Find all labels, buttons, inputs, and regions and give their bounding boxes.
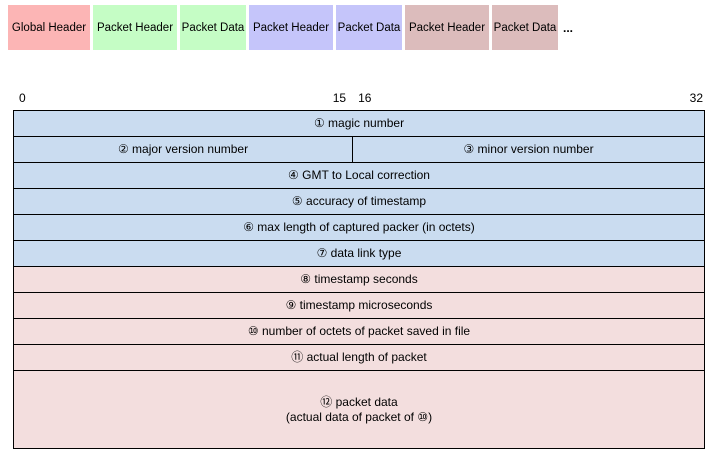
bit-scale-label-16: 16 (358, 91, 372, 105)
field-row: ② major version number ③ minor version nu… (14, 137, 704, 163)
field-cell: ② major version number (14, 137, 353, 162)
field-label: ⑪ actual length of packet (291, 350, 427, 364)
field-label: ③ minor version number (463, 142, 594, 156)
field-label: ④ GMT to Local correction (288, 168, 430, 182)
field-row: ⑤ accuracy of timestamp (14, 189, 704, 215)
field-cell: ⑥ max length of captured packer (in octe… (14, 215, 704, 240)
strip-block-packet-data: Packet Data (180, 5, 246, 50)
fields-table: ① magic number ② major version number ③ mi… (13, 110, 705, 449)
field-row: ① magic number (14, 111, 704, 137)
field-label: ⑦ data link type (316, 246, 402, 260)
field-label: ① magic number (313, 116, 405, 130)
field-cell: ① magic number (14, 111, 704, 136)
field-label: ⑧ timestamp seconds (300, 272, 418, 286)
bit-scale-label-0: 0 (19, 91, 26, 105)
field-label: ② major version number (117, 142, 249, 156)
bit-scale-label-15: 15 (332, 91, 347, 105)
field-row: ⑨ timestamp microseconds (14, 293, 704, 319)
strip-block-global-header: Global Header (8, 5, 90, 50)
bit-scale-label-15-16: 15 16 (333, 91, 372, 105)
field-row: ⑩ number of octets of packet saved in fi… (14, 319, 704, 345)
field-cell: ⑫ packet data(actual data of packet of ⑩… (14, 371, 704, 448)
strip-ellipsis: ... (563, 20, 574, 35)
strip-block-packet-data: Packet Data (492, 5, 558, 50)
field-label: ⑨ timestamp microseconds (285, 298, 433, 312)
field-row: ⑪ actual length of packet (14, 345, 704, 371)
field-label: ⑫ packet data (320, 394, 398, 409)
field-cell: ⑤ accuracy of timestamp (14, 189, 704, 214)
field-cell: ④ GMT to Local correction (14, 163, 704, 188)
field-row: ⑧ timestamp seconds (14, 267, 704, 293)
field-cell: ⑧ timestamp seconds (14, 267, 704, 292)
strip-block-packet-header: Packet Header (405, 5, 489, 50)
field-label: (actual data of packet of ⑩) (285, 409, 433, 424)
header-fields-area: 0 15 16 32 ① magic number ② major version… (13, 88, 705, 449)
field-cell: ⑦ data link type (14, 241, 704, 266)
field-row: ⑥ max length of captured packer (in octe… (14, 215, 704, 241)
field-label: ⑩ number of octets of packet saved in fi… (247, 324, 471, 338)
field-cell: ⑪ actual length of packet (14, 345, 704, 370)
strip-block-packet-header: Packet Header (249, 5, 333, 50)
field-cell: ③ minor version number (352, 137, 704, 162)
field-label: ⑥ max length of captured packer (in octe… (243, 220, 475, 234)
strip-block-packet-data: Packet Data (336, 5, 402, 50)
bit-scale-label-32: 32 (689, 91, 703, 105)
field-row: ④ GMT to Local correction (14, 163, 704, 189)
field-cell: ⑨ timestamp microseconds (14, 293, 704, 318)
field-cell: ⑩ number of octets of packet saved in fi… (14, 319, 704, 344)
field-row: ⑫ packet data(actual data of packet of ⑩… (14, 371, 704, 448)
strip-block-packet-header: Packet Header (93, 5, 177, 50)
field-label: ⑤ accuracy of timestamp (291, 194, 427, 208)
field-row: ⑦ data link type (14, 241, 704, 267)
bit-scale: 0 15 16 32 (13, 88, 705, 110)
